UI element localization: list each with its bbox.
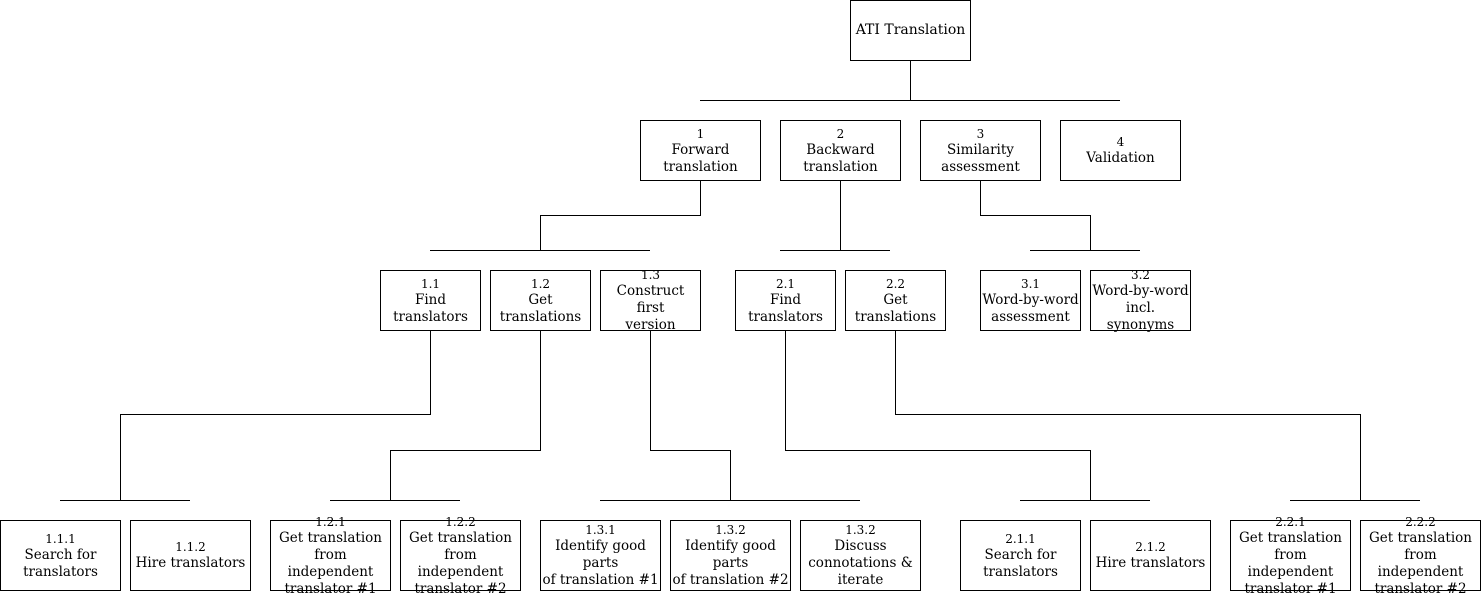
node-label: Word-by-word incl. synonyms: [1092, 283, 1189, 333]
node-label: Identify good parts of translation #1: [542, 538, 659, 588]
connector-2-2: [895, 330, 1420, 501]
node-id: 2.2.1: [1275, 514, 1306, 529]
node-1-2-2: 1.2.2 Get translation from independent t…: [400, 515, 521, 597]
connector-root: [700, 60, 1120, 101]
node-id: 1.2: [530, 276, 551, 291]
node-1-3-3: 1.3.2 Discuss connotations & iterate: [800, 520, 921, 591]
node-label: Get translations: [854, 291, 937, 325]
node-2-1-2: 2.1.2 Hire translators: [1090, 520, 1211, 591]
node-1-2: 1.2 Get translations: [490, 270, 591, 331]
node-3-1: 3.1 Word-by-word assessment: [980, 270, 1081, 331]
node-2: 2 Backward translation: [780, 120, 901, 181]
node-1-1: 1.1 Find translators: [380, 270, 481, 331]
node-id: 1.2.1: [315, 514, 346, 529]
node-id: 2.2: [885, 276, 906, 291]
node-id: 1: [696, 126, 705, 141]
node-label: ATI Translation: [855, 22, 966, 38]
connector-2-1: [785, 330, 1150, 501]
node-label: Search for translators: [23, 546, 98, 580]
node-label: Get translations: [499, 291, 582, 325]
node-id: 2.1: [775, 276, 796, 291]
node-3-2: 3.2 Word-by-word incl. synonyms: [1090, 268, 1191, 333]
connector-1-3: [600, 330, 860, 501]
node-1-3-2: 1.3.2 Identify good parts of translation…: [670, 520, 791, 591]
node-id: 1.1: [420, 276, 441, 291]
node-id: 1.2.2: [445, 514, 476, 529]
node-label: Get translation from independent transla…: [1369, 529, 1472, 597]
node-label: Identify good parts of translation #2: [672, 538, 789, 588]
node-id: 1.3.2: [845, 523, 876, 537]
node-label: Validation: [1086, 150, 1155, 166]
node-label: Similarity assessment: [941, 141, 1020, 175]
node-4: 4 Validation: [1060, 120, 1181, 181]
node-1-3-1: 1.3.1 Identify good parts of translation…: [540, 520, 661, 591]
node-id: 1.1.2: [175, 540, 206, 554]
node-id: 1.3.1: [585, 523, 616, 537]
node-id: 2.2.2: [1405, 514, 1436, 529]
node-root: ATI Translation: [850, 0, 971, 61]
node-label: Discuss connotations & iterate: [808, 538, 913, 588]
node-id: 1.3.2: [715, 523, 746, 537]
node-1-1-1: 1.1.1 Search for translators: [0, 520, 121, 591]
node-label: Get translation from independent transla…: [409, 529, 512, 597]
node-label: Forward translation: [663, 141, 738, 175]
node-label: Get translation from independent transla…: [1239, 529, 1342, 597]
node-2-2: 2.2 Get translations: [845, 270, 946, 331]
node-2-2-2: 2.2.2 Get translation from independent t…: [1360, 515, 1481, 597]
node-id: 1.1.1: [45, 531, 76, 546]
node-label: Find translators: [748, 291, 823, 325]
node-id: 2.1.1: [1005, 531, 1036, 546]
connector-1-2: [330, 330, 541, 501]
node-label: Word-by-word assessment: [982, 291, 1079, 325]
node-label: Hire translators: [1095, 555, 1206, 571]
node-id: 3.2: [1130, 268, 1151, 282]
node-id: 3: [976, 126, 985, 141]
node-2-2-1: 2.2.1 Get translation from independent t…: [1230, 515, 1351, 597]
connector-1-1: [60, 330, 431, 501]
node-label: Get translation from independent transla…: [279, 529, 382, 597]
node-label: Backward translation: [803, 141, 878, 175]
node-1-3: 1.3 Construct first version: [600, 268, 701, 333]
node-id: 2.1.2: [1135, 540, 1166, 554]
connector-1: [430, 180, 701, 251]
node-id: 2: [836, 126, 845, 141]
node-label: Search for translators: [983, 546, 1058, 580]
node-id: 1.3: [640, 268, 661, 282]
connector-2: [780, 180, 890, 251]
node-label: Hire translators: [135, 555, 246, 571]
node-3: 3 Similarity assessment: [920, 120, 1041, 181]
node-label: Construct first version: [616, 283, 685, 333]
node-id: 4: [1116, 135, 1125, 149]
node-1-1-2: 1.1.2 Hire translators: [130, 520, 251, 591]
node-2-1-1: 2.1.1 Search for translators: [960, 520, 1081, 591]
node-1: 1 Forward translation: [640, 120, 761, 181]
node-id: 3.1: [1020, 276, 1041, 291]
node-1-2-1: 1.2.1 Get translation from independent t…: [270, 515, 391, 597]
node-2-1: 2.1 Find translators: [735, 270, 836, 331]
node-label: Find translators: [393, 291, 468, 325]
connector-3: [980, 180, 1140, 251]
